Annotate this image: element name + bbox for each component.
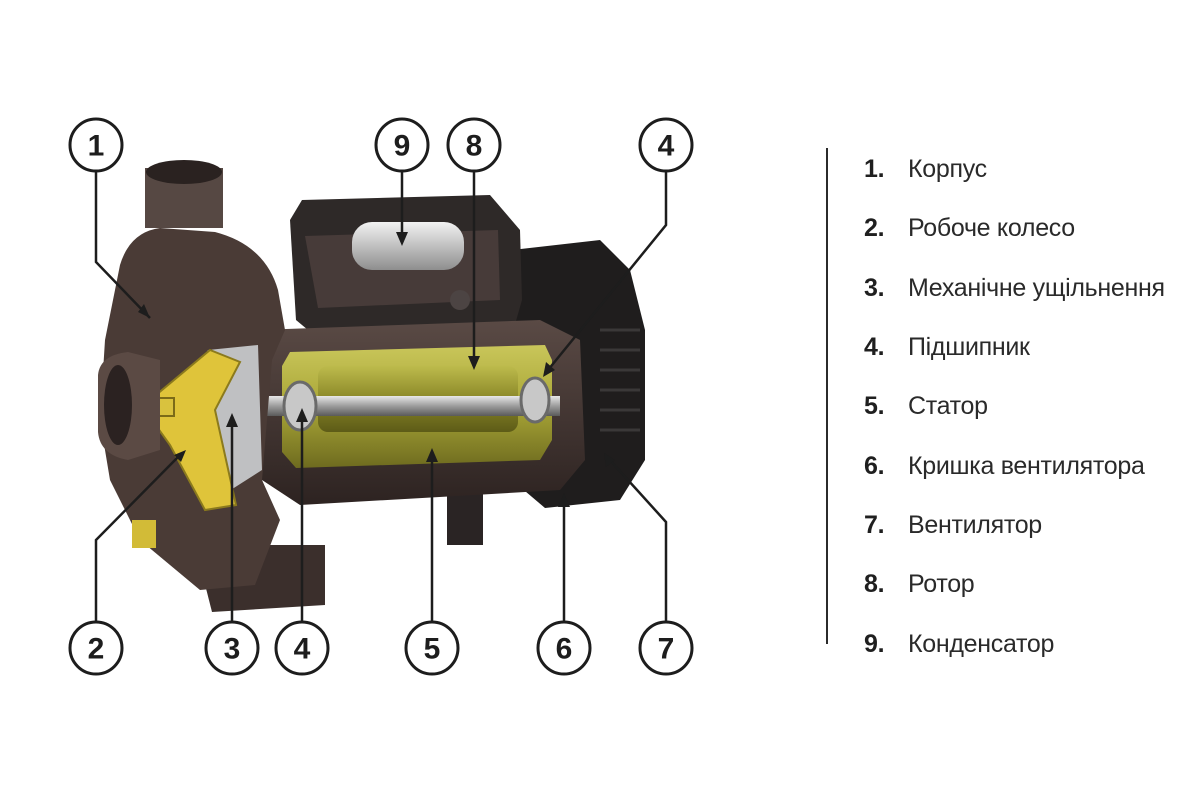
callout-9: 9 [374,117,430,173]
legend-item: 7. Вентилятор [864,496,1165,555]
legend-item: 3. Механічне ущільнення [864,259,1165,318]
capacitor [352,222,464,270]
legend-number: 7. [864,510,885,539]
legend-item: 1. Корпус [864,140,1165,199]
parts-legend: 1. Корпус 2. Робоче колесо 3. Механічне ущі… [864,140,1165,674]
legend-divider [826,148,828,644]
pump-cutaway-diagram: 1 9 8 4 2 3 4 5 6 7 [68,117,694,676]
svg-text:6: 6 [556,633,573,666]
callout-8: 8 [446,117,502,173]
callout-4-top: 4 [638,117,694,173]
svg-text:3: 3 [224,633,241,666]
legend-number: 6. [864,451,885,480]
legend-item: 2. Робоче колесо [864,199,1165,258]
svg-text:1: 1 [88,130,105,163]
svg-text:5: 5 [424,633,441,666]
legend-number: 5. [864,392,885,421]
callout-4-bottom: 4 [274,620,330,676]
terminal-screw [450,290,470,310]
legend-item: 9. Конденсатор [864,614,1165,673]
callout-5: 5 [404,620,460,676]
legend-item: 5. Статор [864,377,1165,436]
legend-label: Статор [908,392,988,421]
legend-item: 4. Підшипник [864,318,1165,377]
fan-cover-ribs [600,328,640,432]
legend-label: Кришка вентилятора [908,451,1145,480]
svg-text:9: 9 [394,130,411,163]
legend-label: Механічне ущільнення [908,273,1165,302]
legend-item: 8. Ротор [864,555,1165,614]
svg-text:4: 4 [658,130,675,163]
legend-number: 4. [864,333,885,362]
legend-label: Робоче колесо [908,214,1075,243]
discharge-port [146,160,222,184]
legend-item: 6. Кришка вентилятора [864,436,1165,495]
leader-lines [94,172,668,622]
callout-3: 3 [204,620,260,676]
svg-text:4: 4 [294,633,311,666]
svg-text:7: 7 [658,633,675,666]
legend-label: Корпус [908,155,987,184]
bearing-rear [519,376,551,424]
pump-illustration: 1 9 8 4 2 3 4 5 6 7 [68,117,694,676]
legend-number: 8. [864,570,885,599]
legend-label: Ротор [908,570,975,599]
legend-number: 1. [864,155,885,184]
legend-number: 3. [864,273,885,302]
legend-label: Підшипник [908,333,1030,362]
drain-plug [132,520,156,548]
legend-number: 2. [864,214,885,243]
callout-2: 2 [68,620,124,676]
callout-6: 6 [536,620,592,676]
suction-port [104,365,132,445]
legend-label: Конденсатор [908,629,1055,658]
svg-text:2: 2 [88,633,105,666]
bearing-front [282,380,318,432]
motor-foot [447,490,483,545]
svg-text:8: 8 [466,130,483,163]
callout-1: 1 [68,117,124,173]
legend-label: Вентилятор [908,510,1042,539]
legend-number: 9. [864,629,885,658]
callout-7: 7 [638,620,694,676]
